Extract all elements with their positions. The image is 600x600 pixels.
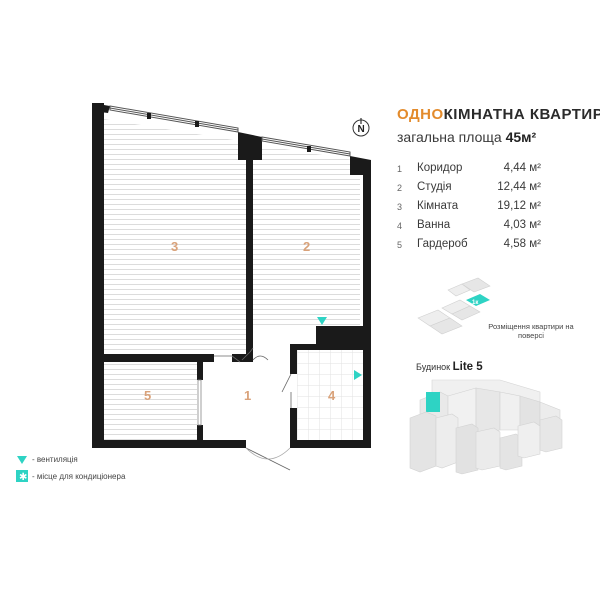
door-bath [281,373,292,393]
room-num: 1 [397,164,403,174]
title-rest: КІМНАТНА КВАРТИРА [443,106,600,123]
bath-vent-triangle-icon [354,370,362,380]
room-num: 4 [397,221,403,231]
room-num: 3 [397,202,403,212]
room-list: 1 Коридор 4,44 м² 2 Студія 12,44 м² 3 Кімната… [397,162,547,257]
room-5-floor [104,362,197,440]
room-label-4: 4 [328,388,336,403]
room-name: Ванна [417,219,451,231]
svg-text:1к: 1к [472,300,478,306]
window-1 [109,105,239,133]
wall-bath-left [290,344,297,374]
room-num: 2 [397,183,403,193]
wall-room-3-bottom [104,354,214,362]
wall-left [92,103,104,448]
door-wardrobe-slide [197,379,202,426]
room-area: 4,03 м² [503,219,541,231]
room-row: 2 Студія 12,44 м² [397,181,547,200]
legend-vent-label: - вентиляція [32,455,78,465]
wall-room-3-bottom-b [232,354,253,362]
room-floors [104,119,363,440]
building-name: Lite 5 [452,361,483,373]
room-label-1: 1 [244,388,251,403]
room-3-floor [104,119,246,354]
window-2 [261,136,351,157]
wall-top-left [92,103,110,113]
door-studio-swing [252,355,269,361]
windows [109,105,351,157]
wall-bath-top [290,344,320,350]
page-title: ОДНОКІМНАТНА КВАРТИРА [397,106,600,123]
room-name: Коридор [417,162,463,174]
room-area: 4,44 м² [503,162,541,174]
building-caption: Будинок Lite 5 [416,361,483,373]
room-area: 4,58 м² [503,238,541,250]
room-name: Кімната [417,200,459,212]
legend-ac: - місце для кондиціонера [16,472,125,481]
room-row: 3 Кімната 19,12 м² [397,200,547,219]
wall-bath-left-b [290,408,297,448]
room-num: 5 [397,240,403,250]
room-name: Гардероб [417,238,468,250]
title-accent: ОДНО [397,106,444,123]
door-room-2 [241,351,251,361]
legend-ac-icon [16,470,28,482]
page-subtitle: загальна площа 45м² [397,129,536,145]
walls [92,103,371,448]
wall-right [363,166,371,448]
building-prefix: Будинок [416,362,451,372]
floor-location-map: 1к [417,277,491,335]
building-complex-illustration [409,379,563,475]
room-label-2: 2 [303,239,310,254]
vent-triangle-icon [317,317,327,325]
wall-room-2-bottom [316,326,371,350]
wall-bottom-mid [200,440,246,448]
room-row: 5 Гардероб 4,58 м² [397,238,547,257]
room-label-5: 5 [144,388,151,403]
floor-location-caption: Розміщення квартири на поверсі [488,322,574,340]
wall-partition-3-2 [246,142,253,354]
legend-ac-label: - місце для кондиціонера [32,472,126,482]
wall-bottom-right [290,440,371,448]
subtitle-prefix: загальна площа [397,129,502,145]
room-area: 12,44 м² [497,181,541,193]
svg-text:✱: ✱ [19,472,27,483]
wall-bottom-left [92,440,207,448]
svg-text:N: N [358,124,365,135]
room-2-floor [253,144,360,326]
room-row: 4 Ванна 4,03 м² [397,219,547,238]
wall-room-5-right [197,362,203,380]
room-4-floor [297,350,363,440]
doors [197,347,292,471]
room-row: 1 Коридор 4,44 м² [397,162,547,181]
legend-vent-icon [17,456,27,464]
legend-vent: - вентиляція [16,455,78,464]
total-area: 45м² [505,129,537,145]
compass-icon: N [352,118,370,137]
room-name: Студія [417,181,452,193]
wall-room-5-right-b [197,425,203,448]
room-label-3: 3 [171,239,178,254]
room-area: 19,12 м² [497,200,541,212]
